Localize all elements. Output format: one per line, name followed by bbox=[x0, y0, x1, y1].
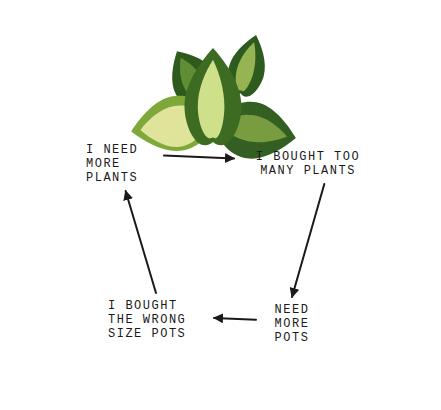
cycle-arrow bbox=[292, 184, 324, 297]
step-label: I BOUGHT TOO MANY PLANTS bbox=[240, 150, 376, 178]
cycle-arrow bbox=[126, 191, 156, 293]
step-label: I BOUGHT THE WRONG SIZE POTS bbox=[108, 299, 208, 341]
step-text: I NEED MORE PLANTS bbox=[86, 143, 158, 185]
cycle-arrow bbox=[164, 156, 234, 159]
step-text: I BOUGHT THE WRONG SIZE POTS bbox=[108, 299, 208, 341]
cycle-arrow bbox=[214, 318, 256, 320]
step-text: I BOUGHT TOO MANY PLANTS bbox=[240, 150, 376, 178]
step-text: NEED MORE POTS bbox=[262, 303, 322, 345]
leaf bbox=[185, 48, 242, 145]
step-label: NEED MORE POTS bbox=[262, 303, 322, 345]
step-label: I NEED MORE PLANTS bbox=[86, 143, 158, 185]
